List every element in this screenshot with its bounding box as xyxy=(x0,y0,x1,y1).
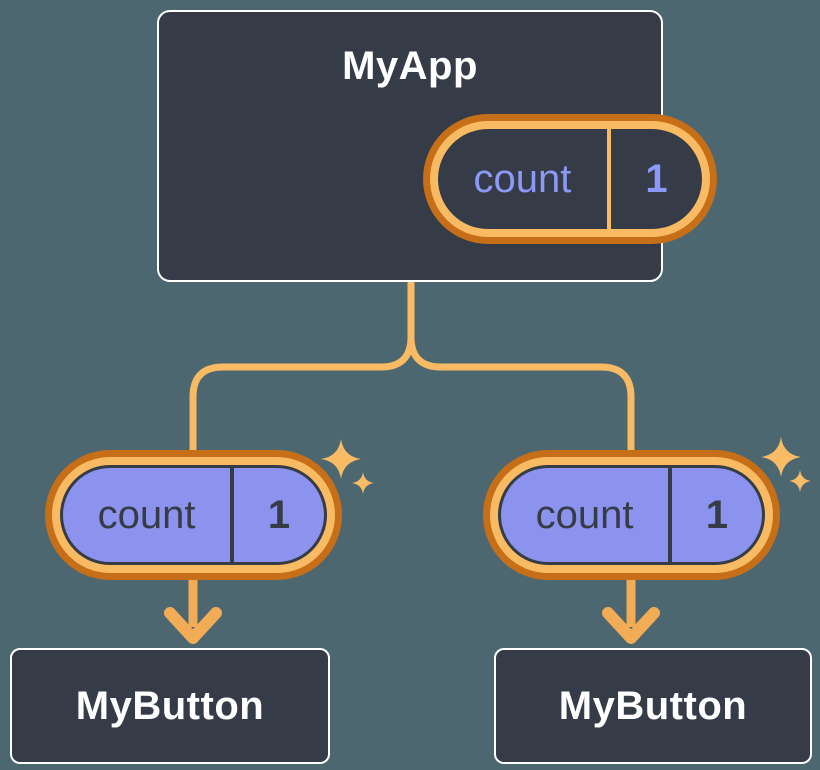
sparkle-icon xyxy=(321,439,361,479)
prop-pill-ring: count 1 xyxy=(52,457,335,573)
arrow-head xyxy=(602,607,660,644)
pill-divider xyxy=(668,468,673,562)
connector-tree xyxy=(189,279,635,456)
prop-pill-body: count 1 xyxy=(60,465,327,565)
sparkle-icon xyxy=(761,437,801,477)
arrow-head xyxy=(164,607,222,644)
down-arrow-icon xyxy=(164,577,222,644)
child-component-box-right: MyButton xyxy=(494,648,812,764)
state-pill-label: count xyxy=(473,156,572,201)
prop-pill-ring: count 1 xyxy=(490,457,773,573)
prop-pill-left: count 1 xyxy=(45,450,342,580)
child-component-title: MyButton xyxy=(558,683,748,728)
connector-line-left xyxy=(189,279,415,456)
prop-pill-right: count 1 xyxy=(483,450,780,580)
prop-pill-body: count 1 xyxy=(498,465,765,565)
prop-pill-value: 1 xyxy=(705,492,729,537)
state-pill-value: 1 xyxy=(645,156,668,201)
state-pill: count 1 xyxy=(423,114,717,244)
prop-pill-label: count xyxy=(535,492,634,537)
prop-pill-label: count xyxy=(97,492,196,537)
pill-divider xyxy=(230,468,235,562)
down-arrow-icon xyxy=(602,577,660,644)
child-component-box-left: MyButton xyxy=(10,648,330,764)
sparkle-icon xyxy=(352,472,374,494)
prop-pill-value: 1 xyxy=(267,492,291,537)
connector-line-right xyxy=(407,279,635,456)
pill-divider xyxy=(606,129,611,229)
sparkle-cluster xyxy=(321,439,374,494)
sparkle-icon xyxy=(789,470,811,492)
sparkle-cluster xyxy=(761,437,811,492)
state-pill-ring: count 1 xyxy=(430,121,710,237)
child-component-title: MyButton xyxy=(75,683,265,728)
root-component-title: MyApp xyxy=(342,44,478,88)
state-pill-body: count 1 xyxy=(438,129,702,229)
root-component-box: MyApp count 1 xyxy=(157,10,717,282)
